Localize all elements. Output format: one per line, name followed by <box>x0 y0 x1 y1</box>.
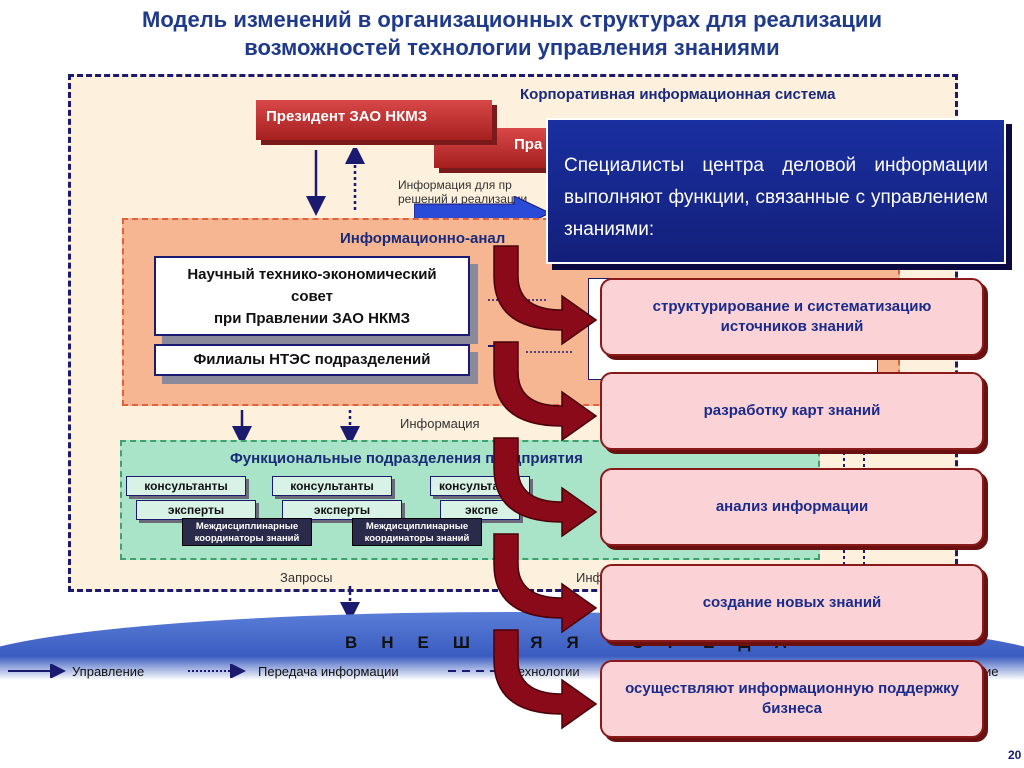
experts-label-3: экспе <box>465 503 499 517</box>
function-box-2: разработку карт знаний <box>600 372 984 450</box>
function-box-3: анализ информации <box>600 468 984 546</box>
info-for-decisions: Информация для пр решений и реализации <box>398 178 527 206</box>
title-line-1: Модель изменений в организационных струк… <box>142 7 882 32</box>
curved-arrow-4 <box>493 533 598 634</box>
info-label: Информация <box>400 416 480 431</box>
requests-label: Запросы <box>280 570 333 585</box>
curved-arrow-5 <box>493 629 598 730</box>
ntes-line-3: при Правлении ЗАО НКМЗ <box>213 310 410 327</box>
coordinators-chip-1: Междисциплинарные координаторы знаний <box>182 518 312 546</box>
legend-tech: технологии <box>512 664 580 679</box>
curved-arrow-3 <box>493 437 598 538</box>
ia-func-arrows <box>232 410 360 442</box>
experts-chip-2: эксперты <box>282 500 402 520</box>
function-label-5: осуществляют информационную поддержку би… <box>625 680 959 717</box>
legend-control: Управление <box>72 664 145 679</box>
coordinators-2-line-1: Междисциплинарные <box>365 521 469 532</box>
function-label-3: анализ информации <box>715 498 869 515</box>
curved-arrow-1 <box>493 245 598 346</box>
consultants-label-1: консультанты <box>144 479 228 493</box>
ntes-branches-label: Филиалы НТЭС подразделений <box>193 351 431 368</box>
curved-arrows <box>493 245 598 730</box>
board-label: Пра <box>514 136 543 153</box>
info-for-line-1: Информация для пр <box>398 178 512 192</box>
function-label-4: создание новых знаний <box>702 594 882 611</box>
specialists-panel: Специалисты центра деловой информации вы… <box>546 118 1006 264</box>
legend-control-line <box>8 664 66 678</box>
function-label-1: структурирование и систематизацию источн… <box>652 298 932 335</box>
coordinators-1-line-1: Междисциплинарные <box>195 521 299 532</box>
page-number: 20 <box>1008 748 1022 762</box>
info-partial-label: Инф <box>576 570 604 585</box>
consultants-label-2: консультанты <box>290 479 374 493</box>
title-line-2: возможностей технологии управления знани… <box>244 35 780 60</box>
ntes-box: Научный технико-экономический совет при … <box>154 256 470 336</box>
president-box: Президент ЗАО НКМЗ <box>256 100 492 140</box>
corporate-system-label: Корпоративная информационная система <box>520 86 836 103</box>
function-label-2: разработку карт знаний <box>703 402 881 419</box>
president-label: Президент ЗАО НКМЗ <box>266 108 428 125</box>
coordinators-chip-2: Междисциплинарные координаторы знаний <box>352 518 482 546</box>
experts-chip-1: эксперты <box>136 500 256 520</box>
experts-label-1: эксперты <box>167 503 225 517</box>
requests-arrow <box>340 586 360 618</box>
coordinators-2-line-2: координаторы знаний <box>364 533 470 544</box>
page-title: Модель изменений в организационных струк… <box>0 6 1024 62</box>
consultants-chip-1: консультанты <box>126 476 246 496</box>
side-dotted-markers <box>843 452 865 564</box>
ntes-line-1: Научный технико-экономический <box>187 266 437 283</box>
consultants-label-3: консульта <box>439 479 500 493</box>
info-for-line-2: решений и реализации <box>398 192 528 206</box>
ntes-branches-box: Филиалы НТЭС подразделений <box>154 344 470 376</box>
president-arrows <box>306 148 365 216</box>
specialists-text: Специалисты центра деловой информации вы… <box>564 155 988 240</box>
legend-transfer: Передача информации <box>258 664 399 679</box>
curved-arrow-2 <box>493 341 598 442</box>
legend-transfer-line <box>188 664 246 678</box>
experts-label-2: эксперты <box>313 503 371 517</box>
info-analytic-label: Информационно-анал <box>340 230 506 247</box>
function-box-5: осуществляют информационную поддержку би… <box>600 660 984 738</box>
function-box-4: создание новых знаний <box>600 564 984 642</box>
legend-tail: ие <box>984 664 999 679</box>
ntes-line-2: совет <box>290 288 334 305</box>
function-box-1: структурирование и систематизацию источн… <box>600 278 984 356</box>
consultants-chip-2: консультанты <box>272 476 392 496</box>
coordinators-1-line-2: координаторы знаний <box>194 533 300 544</box>
